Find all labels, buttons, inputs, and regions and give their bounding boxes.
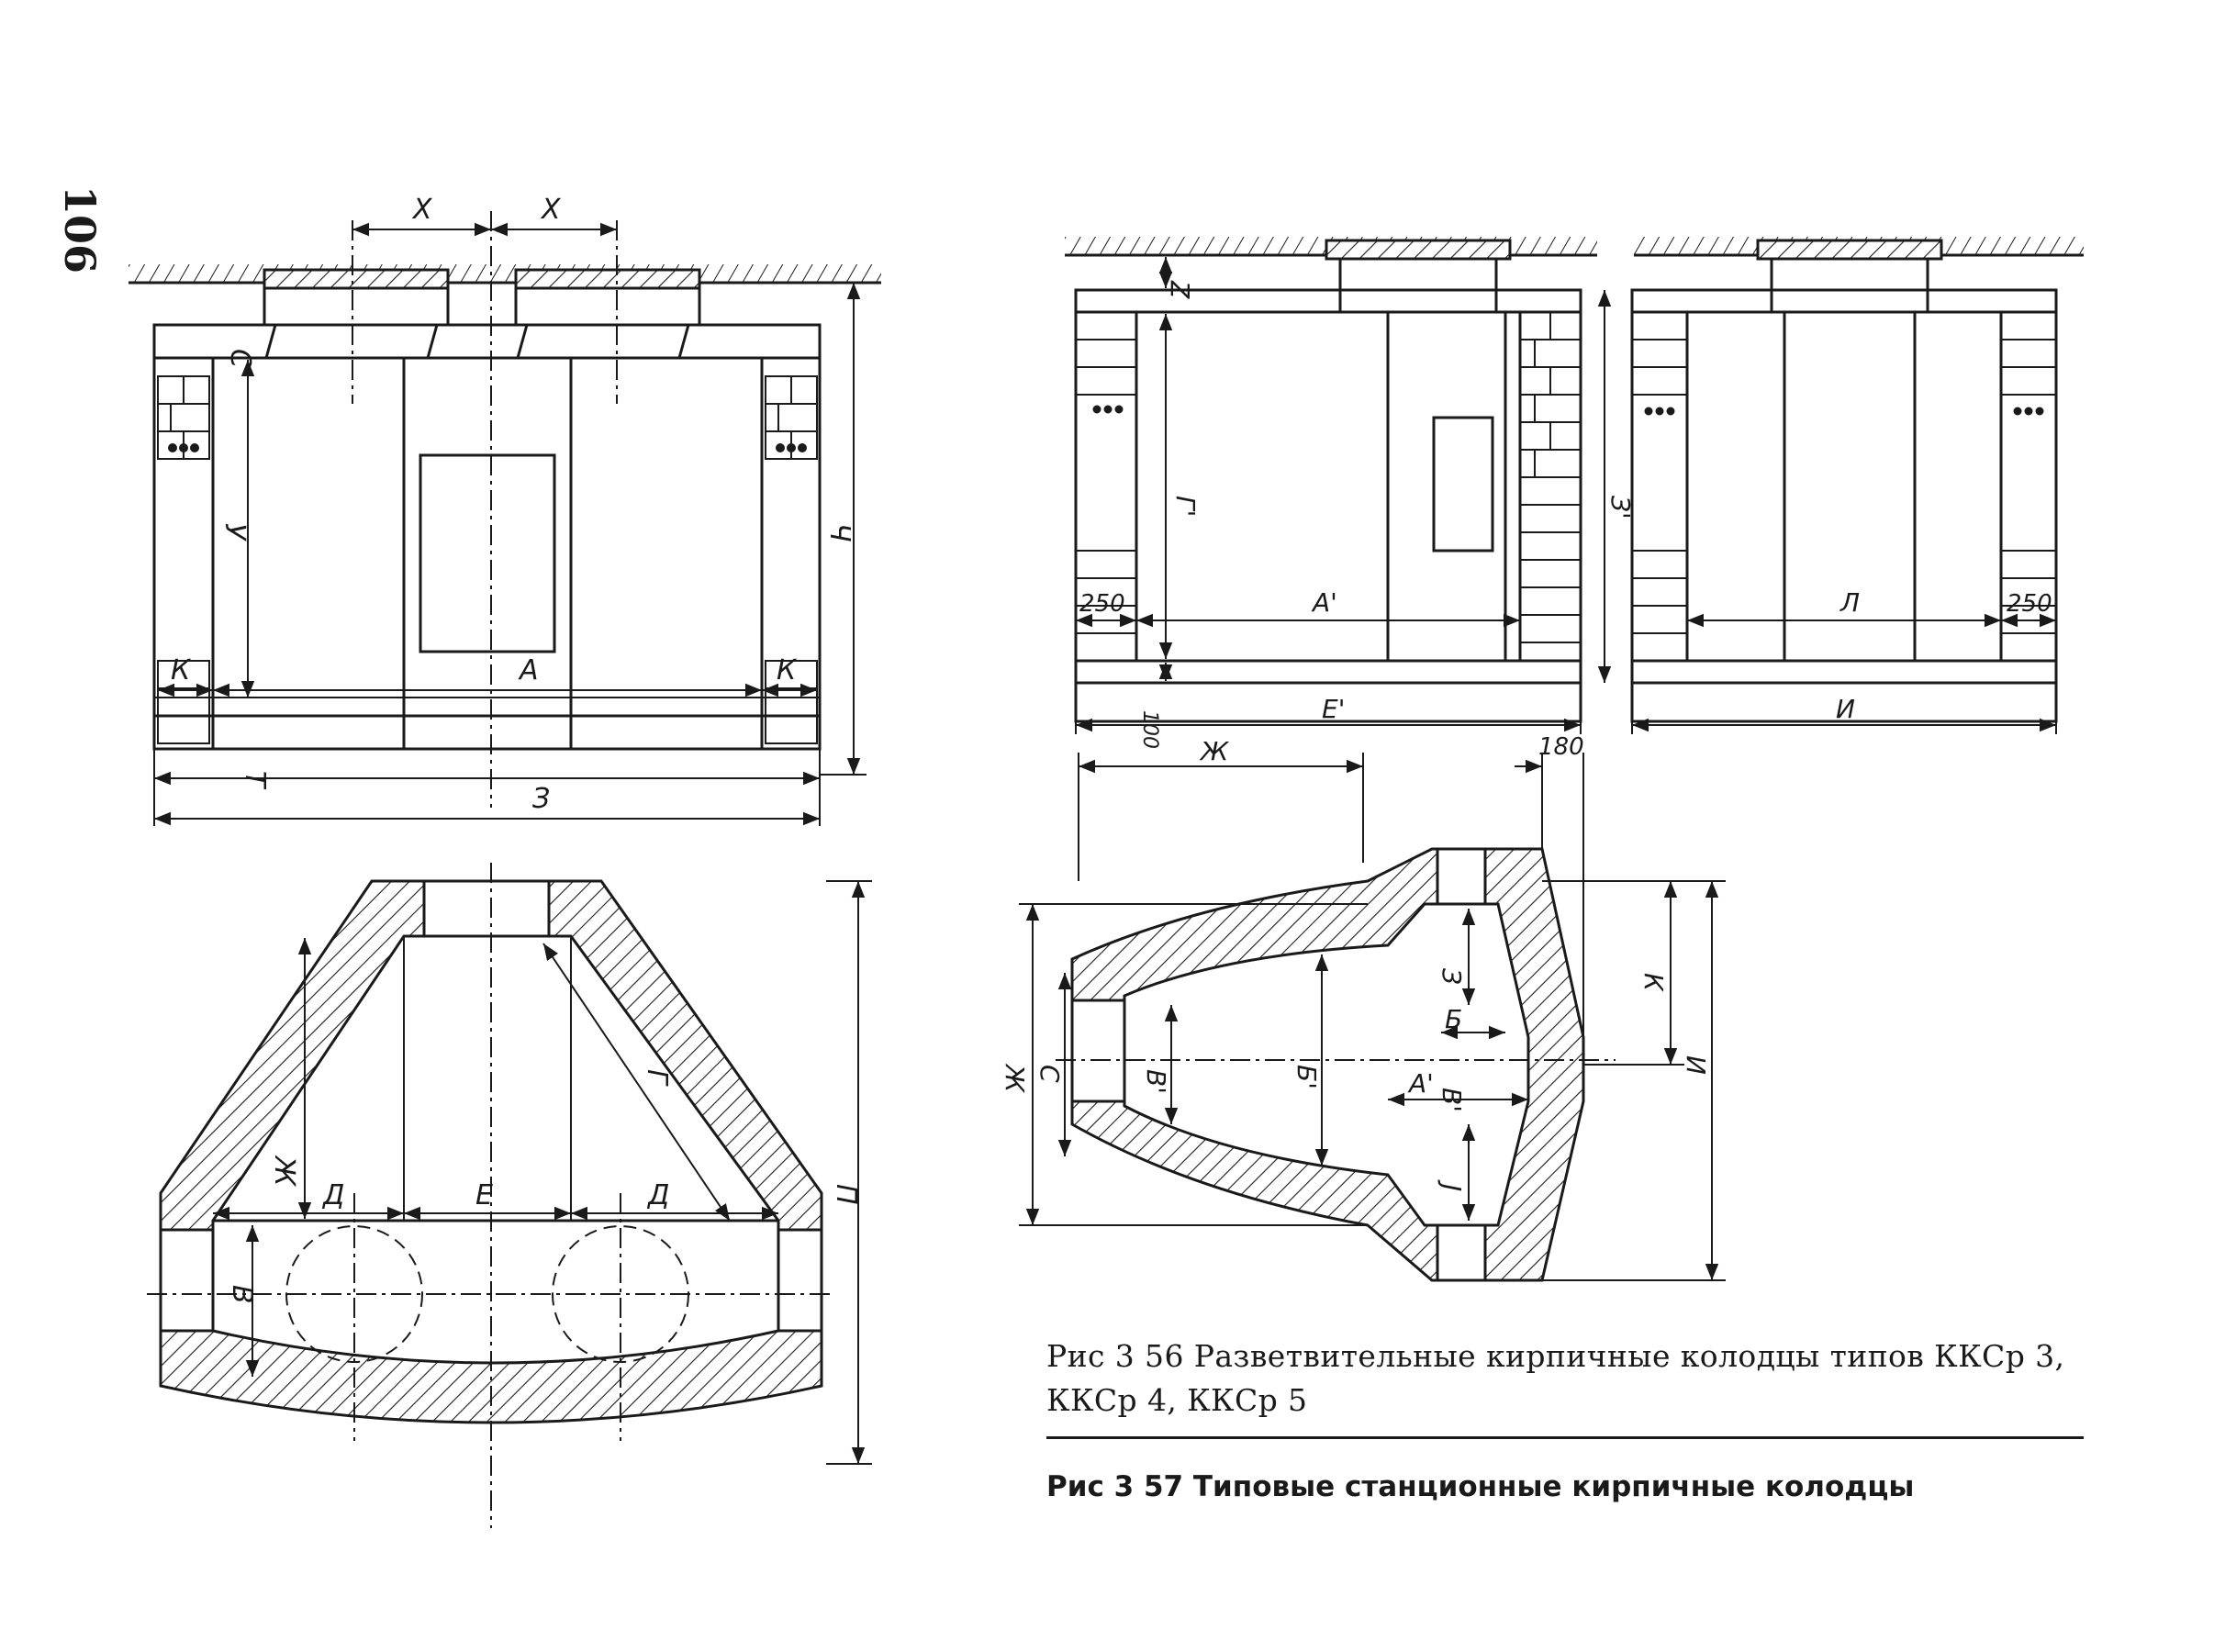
right-plan-neck-top — [1436, 847, 1487, 906]
label-a: А — [518, 654, 539, 686]
caption-fig-3-57: Рис 3 57 Типовые станционные кирпичные к… — [1046, 1470, 1915, 1503]
label-z-plan: З — [1437, 968, 1467, 985]
label-c-right: С — [1034, 1065, 1065, 1083]
label-d-right: Д — [646, 1179, 669, 1211]
label-250-b: 250 — [2007, 590, 2052, 618]
dimension-lines — [153, 222, 867, 826]
brick-courses-b — [1632, 339, 2056, 634]
page-number: 106 — [55, 185, 105, 274]
label-y: У — [218, 523, 251, 541]
label-e1: Е' — [1322, 694, 1345, 724]
label-b: Б — [1445, 1004, 1462, 1034]
label-e: Е — [475, 1179, 493, 1211]
label-zh: Ж — [268, 1155, 300, 1188]
brick-walls — [157, 375, 818, 744]
label-z: З — [532, 783, 550, 815]
label-k-right: К — [777, 654, 798, 686]
label-250-a: 250 — [1079, 590, 1125, 618]
label-p: П — [830, 1184, 862, 1205]
dims-a — [1075, 257, 1612, 734]
right-plan-side-opening — [1070, 999, 1126, 1103]
center-lines — [352, 211, 618, 808]
label-180: 180 — [1538, 733, 1584, 761]
label-l: Л — [1839, 587, 1860, 618]
side-opening-left — [159, 1228, 215, 1333]
label-x-right: Х — [540, 194, 562, 226]
label-g1: Г' — [1170, 496, 1201, 517]
left-elevation — [129, 211, 881, 826]
dims-b — [1631, 613, 2057, 734]
right-plan-wall-hatched — [1070, 847, 1585, 1282]
right-elevation-b — [1630, 237, 2084, 734]
label-v1: В' — [1141, 1069, 1171, 1094]
label-i-plan: И — [1681, 1055, 1711, 1075]
label-t: Т — [239, 771, 271, 790]
label-c: С — [224, 349, 256, 368]
label-v: В — [226, 1285, 258, 1304]
right-plan — [1019, 753, 1726, 1282]
right-elevation-a — [1065, 237, 1612, 734]
label-k-left: К — [171, 654, 192, 686]
ground-line — [129, 264, 881, 285]
side-opening-right — [777, 1228, 823, 1333]
label-j: J — [1437, 1179, 1467, 1191]
left-elevation-labels: Х Х С У Ч А К К Т З — [171, 194, 855, 815]
label-zh-top: Ж — [1199, 736, 1230, 766]
label-a1-plan: А' — [1407, 1068, 1434, 1099]
label-i-b: И — [1836, 694, 1855, 724]
well-box — [152, 323, 822, 751]
label-d-left: Д — [321, 1179, 344, 1211]
right-elevation-b-labels: Л 250 И — [1836, 587, 2052, 724]
right-elevation-a-labels: Z Г' З' 250 А' 100 Е' — [1079, 280, 1636, 749]
label-zh-side: Ж — [1000, 1063, 1030, 1094]
label-a1: А' — [1311, 587, 1337, 618]
right-plan-neck-bottom — [1436, 1223, 1487, 1282]
label-b1: Б' — [1292, 1065, 1322, 1089]
plan-dimension-lines — [213, 880, 872, 1465]
label-x-left: Х — [411, 194, 433, 226]
right-plan-dims — [1019, 753, 1726, 1281]
caption-divider — [1046, 1436, 2084, 1439]
label-g: Г — [641, 1069, 673, 1087]
brick-courses-a — [1076, 312, 1581, 643]
plan-neck — [422, 879, 551, 938]
caption-fig-3-56: Рис 3 56 Разветвительные кирпичные колод… — [1046, 1338, 2065, 1418]
label-100: 100 — [1138, 710, 1161, 749]
label-ch: Ч — [823, 523, 855, 542]
label-v2: В' — [1437, 1088, 1467, 1112]
label-k-plan: К — [1638, 973, 1669, 992]
left-plan — [147, 863, 872, 1528]
label-z-top: Z — [1165, 280, 1195, 299]
left-plan-labels: П Ж Г Д Е Д В — [226, 1069, 862, 1304]
